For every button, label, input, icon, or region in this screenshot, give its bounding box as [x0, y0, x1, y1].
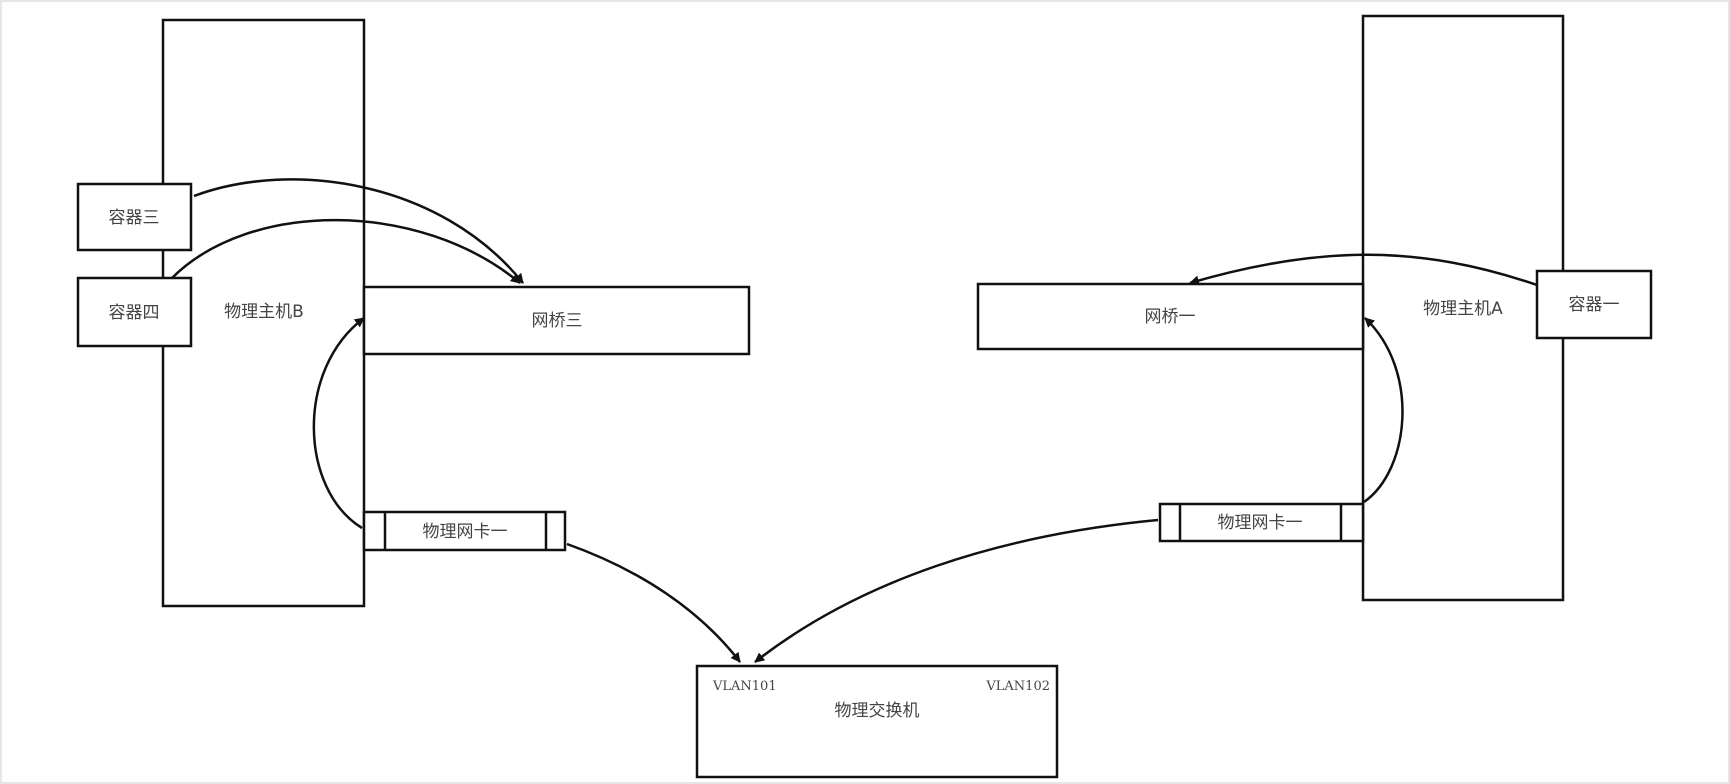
edge-container1-bridge1	[1189, 253, 1538, 287]
edge-nicb-switch	[566, 542, 741, 663]
host-a-label: 物理主机A	[1423, 299, 1503, 319]
nic-a-box	[1158, 502, 1365, 543]
edge-container4-bridge3	[171, 218, 521, 284]
nic-a-label: 物理网卡一	[1218, 513, 1303, 533]
switch-label: 物理交换机	[835, 701, 920, 721]
host-b-label: 物理主机B	[224, 302, 304, 322]
edge-nica-bridge1	[1363, 317, 1404, 504]
host-a-box	[1361, 14, 1565, 602]
container-3-label: 容器三	[109, 208, 160, 228]
edge-container3-bridge3	[193, 178, 524, 284]
switch-vlan-right: VLAN102	[985, 679, 1050, 694]
switch-vlan-left: VLAN101	[712, 679, 777, 694]
container-1-label: 容器一	[1569, 295, 1620, 315]
edge-nicb-bridge3	[312, 317, 365, 530]
bridge-1-label: 网桥一	[1145, 307, 1196, 327]
bridge-3-label: 网桥三	[532, 311, 583, 331]
bridge-1-box	[976, 282, 1365, 351]
container-4-label: 容器四	[109, 303, 160, 323]
container-1-box	[1535, 269, 1653, 340]
container-4-box	[76, 276, 193, 348]
switch-box	[695, 664, 1059, 779]
host-b-box	[161, 18, 366, 608]
container-3-box	[76, 182, 193, 252]
edge-nica-switch	[754, 518, 1159, 663]
nic-b-label: 物理网卡一	[423, 522, 508, 542]
nic-b-box	[362, 510, 567, 552]
